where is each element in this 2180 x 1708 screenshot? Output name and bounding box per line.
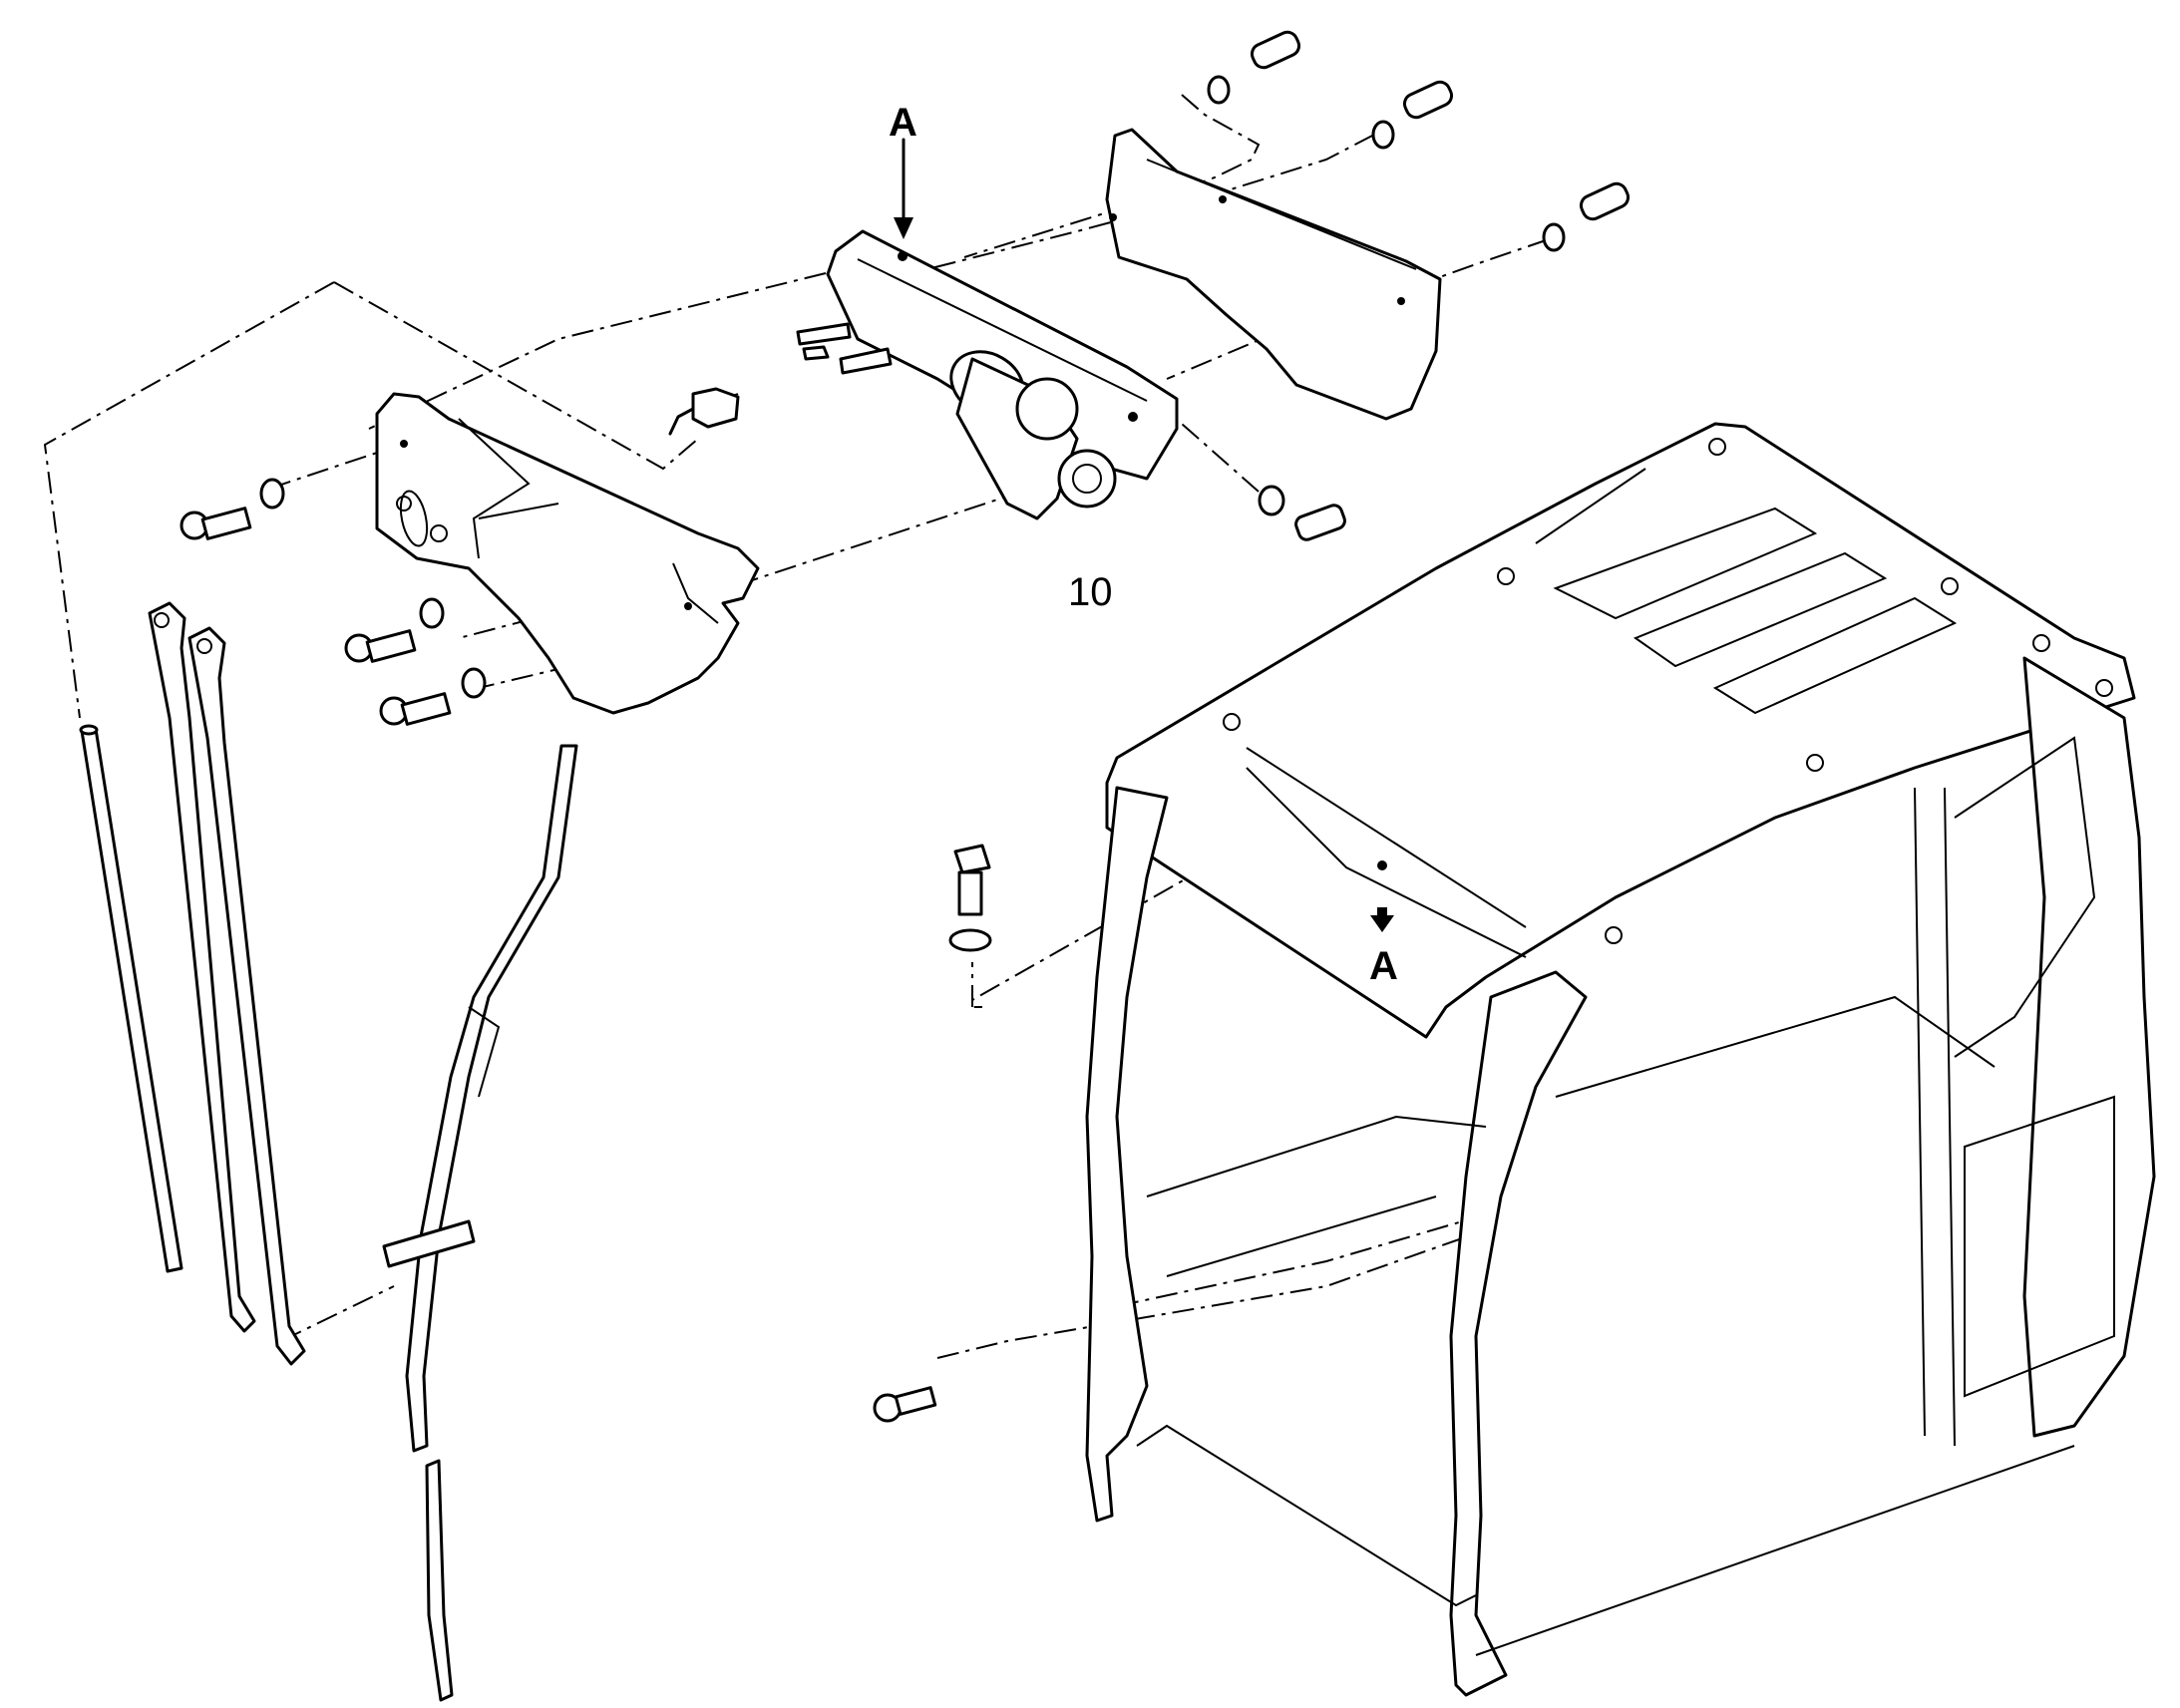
frame-bolt bbox=[948, 844, 992, 952]
roof-bolts bbox=[1223, 438, 2113, 944]
washer-nozzle bbox=[668, 387, 740, 436]
section-a-callout-top: A bbox=[889, 101, 917, 145]
item-number-label: 10 bbox=[1068, 570, 1113, 614]
section-a-arrows bbox=[894, 138, 1394, 932]
top-bolts bbox=[1207, 30, 1631, 541]
cab-frame bbox=[1085, 422, 2156, 1697]
rear-cover-plate bbox=[1105, 128, 1442, 421]
front-cover bbox=[375, 392, 760, 715]
wiper-arm bbox=[148, 601, 306, 1366]
wiper-blade bbox=[382, 744, 578, 1702]
cab-screw bbox=[873, 1386, 937, 1423]
wiper-motor-bracket bbox=[826, 229, 1179, 481]
front-cover-screws bbox=[180, 478, 487, 726]
wiper-motor bbox=[796, 322, 1117, 520]
section-a-callout-bottom: A bbox=[1369, 944, 1398, 988]
wiper-rod bbox=[79, 724, 183, 1273]
